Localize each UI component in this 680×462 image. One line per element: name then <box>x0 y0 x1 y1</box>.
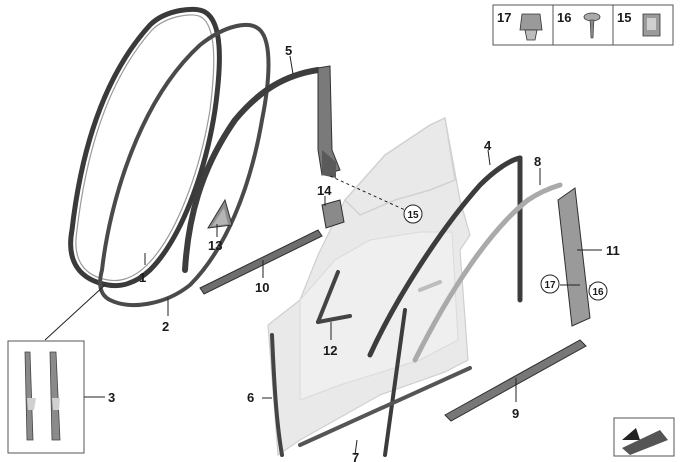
callout-3: 3 <box>108 390 115 405</box>
part-6-front-edge-seal <box>270 333 284 457</box>
callout-11: 11 <box>606 243 620 258</box>
callout-2: 2 <box>162 319 169 334</box>
callout-5: 5 <box>285 43 292 58</box>
callout-4: 4 <box>484 138 492 153</box>
callout-12: 12 <box>323 343 337 358</box>
callout-6: 6 <box>247 390 254 405</box>
door-panel <box>267 116 471 457</box>
callout-10: 10 <box>255 280 269 295</box>
callout-17-circled: 17 <box>540 274 560 294</box>
callout-13: 13 <box>208 238 222 253</box>
fastener-label-15: 15 <box>617 10 631 25</box>
arrow-icon <box>622 428 668 455</box>
part-2-door-seal <box>98 23 271 307</box>
callout-15-circled: 15 <box>403 204 423 224</box>
callout-7: 7 <box>352 450 359 462</box>
fastener-label-16: 16 <box>557 10 571 25</box>
part-7-bottom-seal <box>298 366 472 447</box>
part-10-sill-strip <box>199 229 323 295</box>
callout-16-circled: 16 <box>588 281 608 301</box>
part-3-detail-box <box>7 340 85 454</box>
callout-8: 8 <box>534 154 541 169</box>
callout-17-text: 17 <box>544 280 556 291</box>
part-8-window-trim <box>412 182 563 363</box>
part-14-pillar-clip <box>321 199 345 229</box>
fastener-panel: 17 16 15 <box>492 4 674 46</box>
part-13-corner-bracket <box>207 198 233 229</box>
callout-15-text: 15 <box>407 210 419 221</box>
screw-16-icon <box>583 12 601 39</box>
callout-labels: 1 2 3 4 5 6 7 8 9 10 11 12 13 14 15 17 1… <box>108 43 620 462</box>
part-1-door-opening-seal <box>68 6 222 289</box>
callout-1: 1 <box>139 270 146 285</box>
direction-arrow-box <box>613 417 675 457</box>
clip-15-icon <box>642 13 661 37</box>
callout-14: 14 <box>317 183 332 198</box>
leader-lines <box>44 55 602 456</box>
part-12-door-bracket <box>316 270 352 324</box>
part-4-window-channel <box>367 155 523 457</box>
callout-9: 9 <box>512 406 519 421</box>
part-5-window-frame-trim <box>182 65 341 273</box>
callout-16-text: 16 <box>592 287 604 298</box>
part-11-b-pillar-cover <box>557 187 591 327</box>
fastener-label-17: 17 <box>497 10 511 25</box>
clip-17-icon <box>519 13 543 41</box>
